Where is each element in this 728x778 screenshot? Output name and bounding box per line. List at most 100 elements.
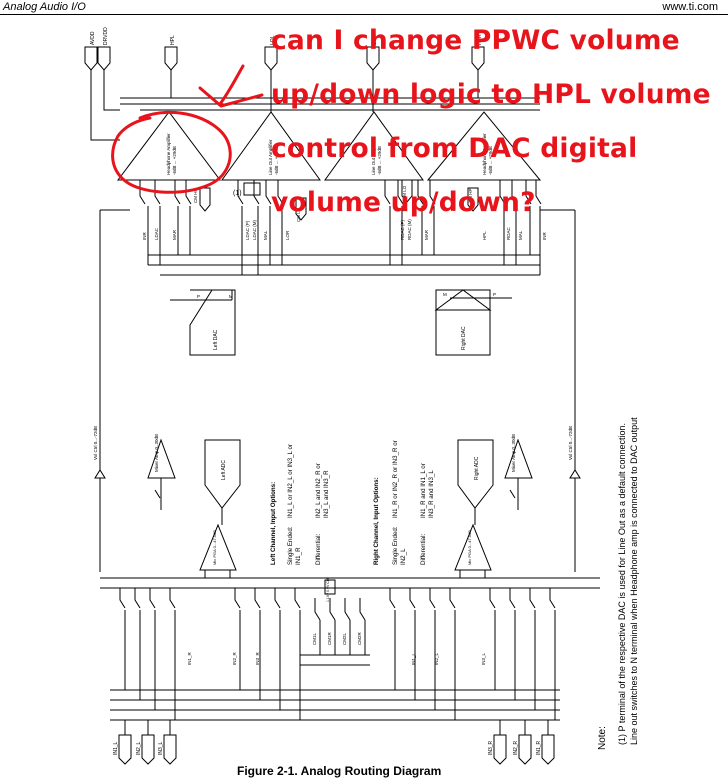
mic-pga-r-label: Mic PGA 0...47.5dB (467, 530, 472, 565)
mix-buses (99, 209, 576, 470)
cm-ref-label: 1.1V / 0.9V CM (326, 578, 330, 602)
lineout-amp-left (221, 111, 321, 181)
mic-pgas (199, 523, 492, 571)
vol-ctrl-left (94, 469, 106, 479)
dac-wires (170, 290, 512, 301)
rc-in2l: IN2_L (400, 548, 407, 565)
cm-hp-label: CM HP (193, 189, 198, 204)
in2r-bus-label: IN2_R (232, 651, 237, 665)
rc-single-ended: Single Ended: (392, 526, 399, 565)
pin-in3r-label: IN3_R (488, 740, 494, 755)
note-title: Note: (597, 726, 608, 750)
pin-feed-wires (90, 70, 479, 141)
mixer-amp-l-label: Mixer Amp 0..30dB (154, 434, 159, 472)
right-dac-p: P (493, 292, 496, 297)
right-dac-m: M (443, 292, 447, 297)
pin-wires (124, 720, 549, 735)
left-dac (189, 289, 236, 356)
left-dac-p: P (197, 294, 200, 299)
left-adc-label: Left ADC (221, 460, 227, 480)
cm-reference-box (324, 579, 336, 595)
in1r-bus-label: IN1_R (187, 651, 192, 665)
lor-pin-label: LOR (372, 34, 378, 45)
matrix-horizontals (110, 654, 560, 721)
hp-amp-r-gain: -6dB ... +29dB (488, 146, 493, 175)
rdac-p-label: RDAC (P) (400, 219, 405, 240)
rc-diff-options: IN1_R and IN1_L or (420, 463, 427, 518)
pin-in2l-label: IN2_L (136, 741, 142, 755)
question-line-2: up/down logic to HPL volume (271, 79, 711, 110)
inr2-label: INR (542, 232, 547, 241)
question-line-4: volume up/down? (271, 187, 536, 218)
mixer-amps (94, 438, 581, 479)
red-circle-hp-amp (111, 110, 232, 194)
pin-in1-r (541, 734, 555, 765)
in2l-bus-label: IN2_L (434, 652, 439, 665)
lineout-l-gain: -6dB ... +29dB (274, 146, 279, 175)
adc-wires (221, 508, 476, 525)
rc-se-options: IN1_R or IN2_R or IN3_R or (392, 440, 399, 518)
cm1l-label: CM1L (312, 632, 317, 645)
hp-amp-l-label: Headphone Amplifier (166, 133, 171, 175)
left-dac-label: Left DAC (213, 329, 219, 350)
mar2-label: MAR (424, 229, 429, 240)
rc-title: Right Channel, Input Options: (373, 477, 380, 565)
pin-in2-l (141, 734, 155, 765)
cm-connectors (199, 179, 479, 221)
pin-in1r-label: IN1_R (536, 740, 542, 755)
section-title: Analog Audio I/O (3, 1, 86, 13)
mixer-amp-r-label: Mixer Amp 0..30dB (511, 434, 516, 472)
red-arrow (198, 64, 264, 108)
mal-label: MAL (263, 230, 268, 240)
pin-hpr (471, 46, 485, 71)
lc-single-ended: Single Ended: (287, 526, 294, 565)
pin-avdd (84, 46, 98, 71)
rdac-m-label: RDAC (M) (407, 219, 412, 240)
bottom-pins (118, 734, 555, 765)
lc-diff-options-2: IN3_L and IN3_R (323, 470, 330, 518)
output-amplifiers (117, 111, 542, 181)
right-dac-head (434, 289, 492, 311)
lineout-r-label: Line Out Amplifier (371, 139, 376, 175)
pin-in2-r (518, 734, 532, 765)
pin-in2r-label: IN2_R (513, 740, 519, 755)
pga-wires (204, 570, 486, 578)
pin-in3-r (493, 734, 507, 765)
output-switches (139, 180, 542, 205)
hpr-pin-label: HPR (477, 34, 483, 45)
avdd-label: AVDD (90, 31, 96, 45)
top-rails (120, 97, 540, 111)
drvdd-label: DRVDD (103, 27, 109, 45)
pin-in3-l (163, 734, 177, 765)
hpl-mid-label: HPL (482, 231, 487, 240)
left-dac-m: M (229, 294, 233, 299)
pin-hpl (164, 46, 178, 71)
adcs (204, 439, 494, 509)
hp-amp-left (117, 111, 221, 181)
in3r-bus-label: IN3_R (255, 651, 260, 665)
hpl-pin-label: HPL (170, 35, 176, 45)
hp-amp-l-gain: -6dB ... +29dB (172, 146, 177, 175)
figure-caption: Figure 2-1. Analog Routing Diagram (237, 764, 442, 778)
note-line-1: (1) P terminal of the respective DAC is … (617, 423, 627, 745)
cm-hp2-label: CM HP (468, 189, 473, 204)
input-switches (119, 588, 556, 621)
cm-lo2-label: CM LO (402, 185, 407, 200)
mixer-amp-right (504, 438, 533, 479)
input-options: Left Channel, Input Options: Single Ende… (270, 440, 435, 565)
right-adc-label: Right ADC (474, 456, 480, 480)
pga-buses (100, 577, 600, 589)
left-adc (204, 439, 241, 509)
mar-label: MAR (172, 229, 177, 240)
ldac-label: LDAC (154, 227, 159, 240)
right-dac (435, 289, 491, 356)
lc-differential: Differential: (315, 534, 322, 565)
ldac-m-label: LDAC (M) (252, 219, 257, 240)
mixer-amp-left (147, 438, 176, 479)
red-annotations (111, 64, 264, 194)
lor-mid-label: LOR (285, 230, 290, 240)
cm1r-label: CM1R (327, 631, 332, 645)
lc-in1r: IN1_R (295, 547, 302, 565)
in3l-bus-label: IN3_L (481, 652, 486, 665)
